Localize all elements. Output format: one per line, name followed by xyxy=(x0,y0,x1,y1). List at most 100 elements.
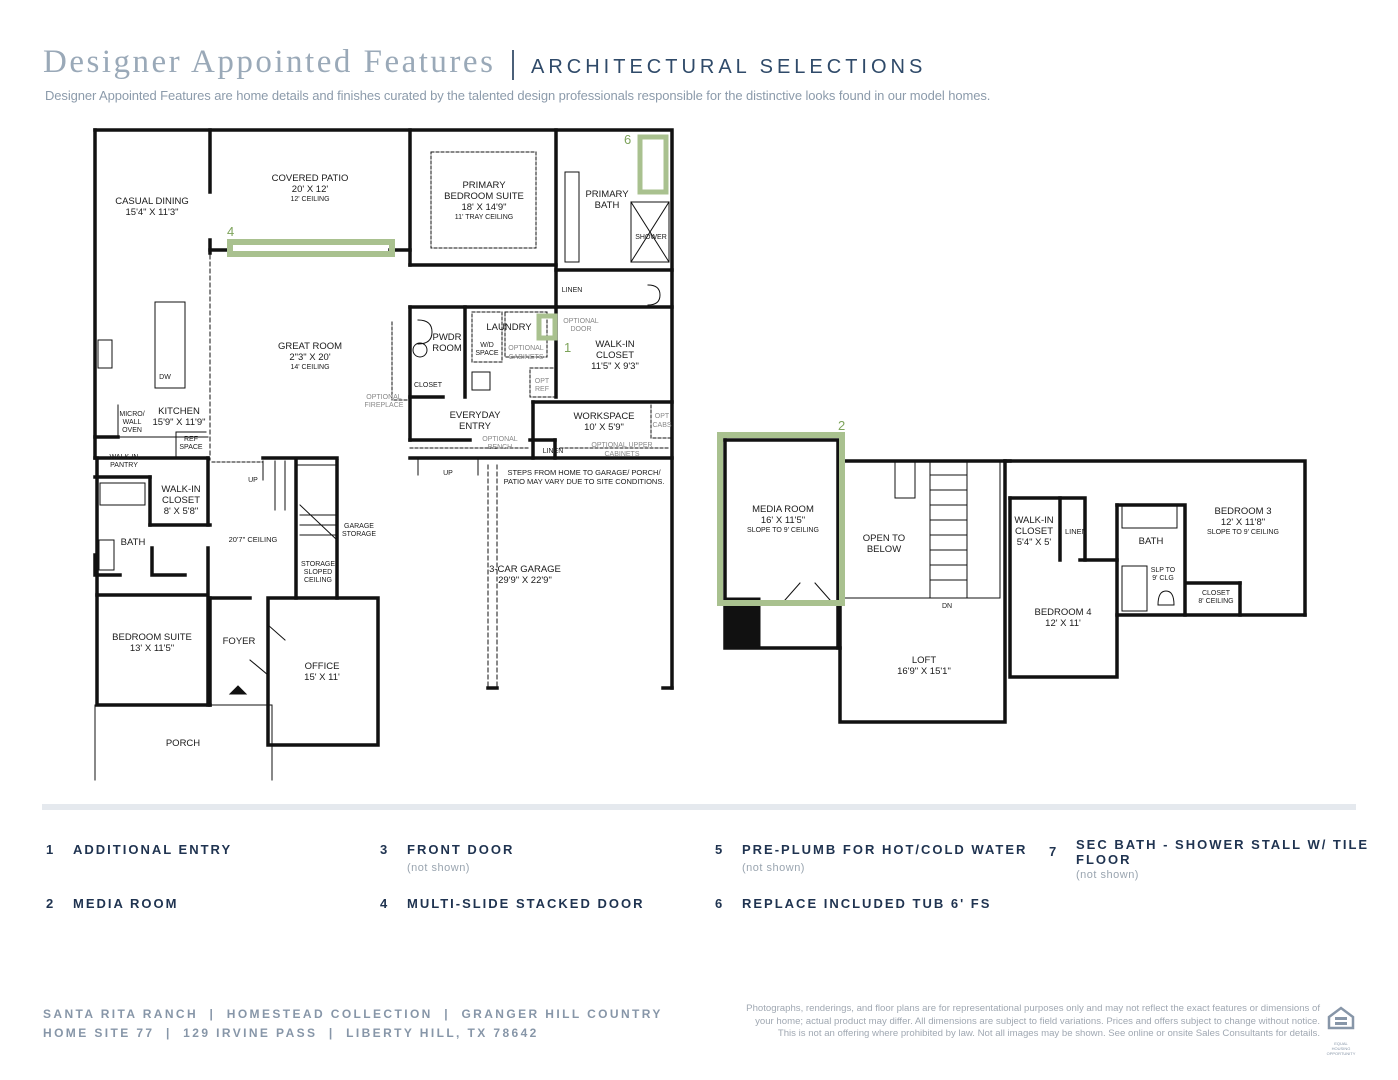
room-walkin-closet-2: CLOSET xyxy=(596,350,634,361)
room-garage-dims: 29'9" X 22'9" xyxy=(498,575,552,586)
label-opt-bench-2: BENCH xyxy=(488,444,513,451)
room-walkin-closet-b-dims: 8' X 5'8" xyxy=(164,506,198,517)
legend-num: 2 xyxy=(46,896,54,911)
room-media-room-dims: 16' X 11'5" xyxy=(761,515,805,526)
room-great-room-dims: 2"3" X 20' xyxy=(289,352,330,363)
room-walkin-closet: WALK-IN xyxy=(595,339,634,350)
room-primary-suite-dims: 18' X 14'9" xyxy=(461,202,506,213)
room-covered-patio-note: 12' CEILING xyxy=(290,196,329,203)
room-kitchen: KITCHEN xyxy=(158,406,200,417)
room-office-dims: 15' X 11' xyxy=(304,672,340,683)
legend-num: 5 xyxy=(715,842,723,857)
legend-num: 3 xyxy=(380,842,388,857)
disclaimer-line-3: This is not an offering where prohibited… xyxy=(777,1028,1320,1039)
room-primary-bath-2: BATH xyxy=(595,200,620,211)
label-steps-note: STEPS FROM HOME TO GARAGE/ PORCH/ xyxy=(507,468,661,477)
room-pwdr-2: ROOM xyxy=(432,343,462,354)
label-opt-cabs: OPT xyxy=(655,413,670,420)
label-ceiling-207: 20'7" CEILING xyxy=(229,535,278,544)
room-bedroom-3-dims: 12' X 11'8" xyxy=(1221,517,1265,528)
room-foyer: FOYER xyxy=(223,636,256,647)
label-storage-sloped-2: SLOPED xyxy=(304,569,332,576)
room-bedroom-3-note: SLOPE TO 9' CEILING xyxy=(1207,529,1279,536)
label-steps-note-2: PATIO MAY VARY DUE TO SITE CONDITIONS. xyxy=(504,477,665,486)
room-walkin-pantry: WALK-IN xyxy=(110,454,139,461)
label-storage-sloped: STORAGE xyxy=(301,561,335,568)
first-floor-details xyxy=(94,151,673,781)
room-walkin-closet-up-dims: 5'4" X 5' xyxy=(1017,537,1052,548)
legend-sub: (not shown) xyxy=(407,862,470,874)
title-divider xyxy=(512,50,514,80)
room-laundry: LAUNDRY xyxy=(486,322,532,333)
label-wd: W/D xyxy=(480,342,494,349)
footer-disclaimer: Photographs, renderings, and floor plans… xyxy=(680,1003,1320,1041)
legend-item-7: 7 SEC BATH - SHOWER STALL W/ TILE FLOOR … xyxy=(1049,837,1369,881)
marker-1: 1 xyxy=(564,340,571,355)
room-loft: LOFT xyxy=(912,655,936,666)
legend-item-2: 2 MEDIA ROOM xyxy=(46,896,178,911)
room-walkin-closet-up: WALK-IN xyxy=(1014,515,1053,526)
footer-community: SANTA RITA RANCH | HOMESTEAD COLLECTION … xyxy=(43,1007,663,1021)
label-opt-door: OPTIONAL xyxy=(563,318,599,325)
room-everyday-entry-2: ENTRY xyxy=(459,421,492,432)
room-great-room: GREAT ROOM xyxy=(278,341,342,352)
legend-label: ADDITIONAL ENTRY xyxy=(73,842,233,857)
legend-sub: (not shown) xyxy=(1076,869,1139,881)
marker-4: 4 xyxy=(227,224,234,239)
page-title: Designer Appointed Features xyxy=(43,44,496,80)
room-walkin-closet-b: WALK-IN xyxy=(161,484,200,495)
legend-item-1: 1 ADDITIONAL ENTRY xyxy=(46,842,232,857)
equal-housing-logo xyxy=(1327,1006,1355,1030)
equal-housing-text: EQUAL HOUSING OPPORTUNITY xyxy=(1326,1041,1356,1056)
room-bedroom-4: BEDROOM 4 xyxy=(1034,607,1091,618)
room-walkin-closet-dims: 11'5" X 9'3" xyxy=(591,361,639,372)
option-markers: 4 6 1 2 xyxy=(227,132,845,433)
label-garage-storage: GARAGE xyxy=(344,523,374,530)
room-bedroom-suite: BEDROOM SUITE xyxy=(112,632,192,643)
legend-item-3: 3 FRONT DOOR (not shown) xyxy=(380,842,514,874)
room-closet-up: CLOSET xyxy=(1202,590,1231,597)
equal-housing-icon: EQUAL HOUSING OPPORTUNITY xyxy=(1326,1004,1356,1056)
label-slp-2: 9' CLG xyxy=(1152,575,1174,582)
room-linen-up: LINEN xyxy=(1065,527,1087,536)
room-loft-dims: 16'9" X 15'1" xyxy=(897,666,951,677)
room-bedroom-suite-dims: 13' X 11'5" xyxy=(130,643,174,654)
room-covered-patio: COVERED PATIO xyxy=(272,173,349,184)
room-bedroom-4-dims: 12' X 11' xyxy=(1045,618,1081,629)
room-walkin-closet-b-2: CLOSET xyxy=(162,495,200,506)
room-primary-suite-note: 11' TRAY CEILING xyxy=(455,214,513,221)
label-storage-sloped-3: CEILING xyxy=(304,577,332,584)
second-floor-walls xyxy=(723,438,1307,724)
room-bedroom-3: BEDROOM 3 xyxy=(1214,506,1271,517)
label-up-mid: UP xyxy=(443,470,453,477)
legend-label: SEC BATH - SHOWER STALL W/ TILE xyxy=(1076,837,1370,852)
label-open-below-2: BELOW xyxy=(867,544,901,555)
room-closet-small: CLOSET xyxy=(414,382,443,389)
legend-item-6: 6 REPLACE INCLUDED TUB 6' FS xyxy=(715,896,991,911)
legend-item-4: 4 MULTI-SLIDE STACKED DOOR xyxy=(380,896,644,911)
room-garage: 3-CAR GARAGE xyxy=(489,564,561,575)
label-opt-cabinets: OPTIONAL xyxy=(508,345,544,352)
marker-6: 6 xyxy=(624,132,631,147)
room-primary-suite-2: BEDROOM SUITE xyxy=(444,191,524,202)
room-media-room-note: SLOPE TO 9' CEILING xyxy=(747,527,819,534)
disclaimer-line-1: Photographs, renderings, and floor plans… xyxy=(746,1003,1320,1014)
room-shower: SHOWER xyxy=(635,234,667,241)
room-media-room: MEDIA ROOM xyxy=(752,504,814,515)
room-office: OFFICE xyxy=(305,661,340,672)
legend-sub: (not shown) xyxy=(742,862,805,874)
label-slp: SLP TO xyxy=(1151,567,1176,574)
room-great-room-note: 14' CEILING xyxy=(290,364,329,371)
room-covered-patio-dims: 20' X 12' xyxy=(292,184,329,195)
room-casual-dining-dims: 15'4" X 11'3" xyxy=(126,207,179,218)
label-opt-ref-2: REF xyxy=(535,386,549,393)
label-dn: DN xyxy=(942,603,952,610)
room-bath-up: BATH xyxy=(1139,536,1164,547)
first-floor-labels: CASUAL DINING 15'4" X 11'3" COVERED PATI… xyxy=(110,173,672,749)
label-wd-2: SPACE xyxy=(475,350,499,357)
legend-label: PRE-PLUMB FOR HOT/COLD WATER xyxy=(742,842,1028,857)
room-primary-suite: PRIMARY xyxy=(462,180,506,191)
label-opt-upper-2: CABINETS xyxy=(604,451,639,458)
room-linen-top: LINEN xyxy=(562,287,583,294)
label-micro: MICRO/ xyxy=(119,411,144,418)
